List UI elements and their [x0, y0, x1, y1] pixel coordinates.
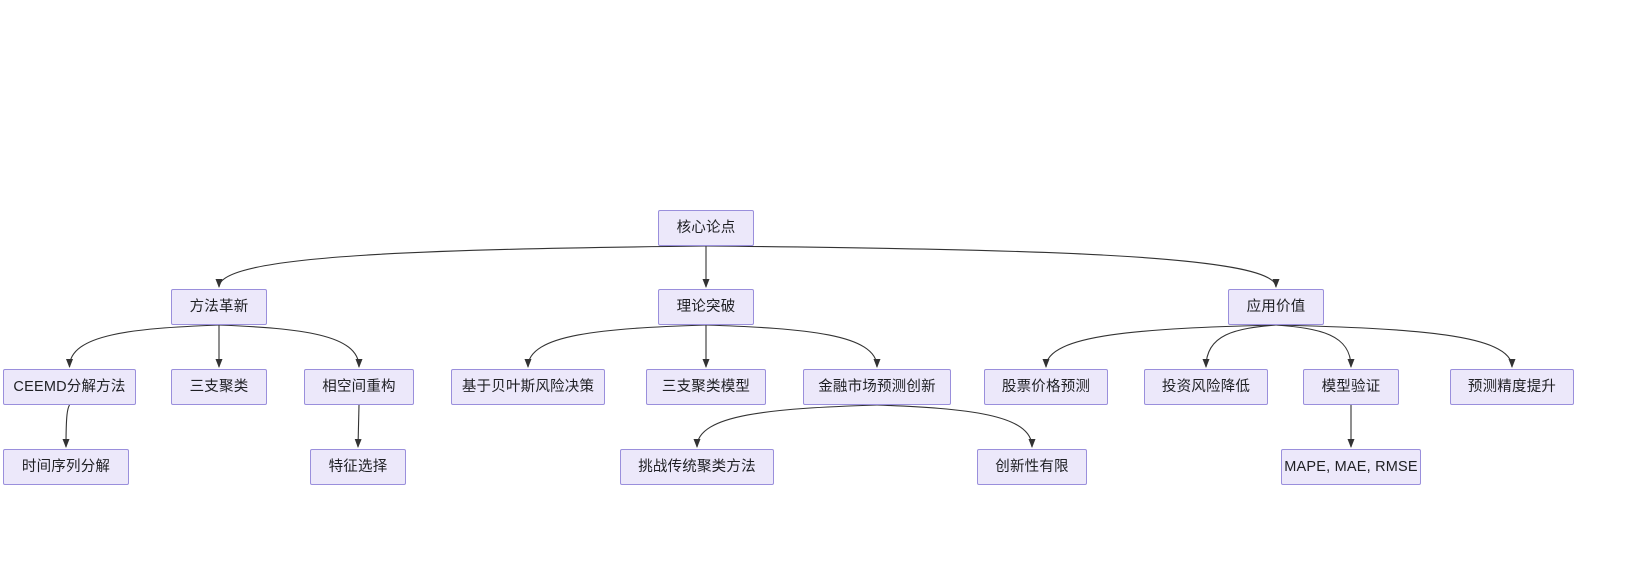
node-label: 金融市场预测创新	[818, 378, 936, 395]
edge-leaf-phase-to-leaf-feat	[354, 404, 362, 448]
edge-branch3-to-leaf-valid	[1275, 324, 1355, 368]
node-leaf-3way[interactable]: 三支聚类	[171, 369, 267, 405]
node-label: 预测精度提升	[1467, 378, 1557, 395]
node-label: 方法革新	[189, 298, 249, 315]
node-leaf-lim[interactable]: 创新性有限	[977, 449, 1087, 485]
edge-branch3-to-leaf-acc	[1275, 324, 1516, 368]
edge-branch3-to-leaf-stock	[1042, 324, 1277, 368]
node-leaf-stock[interactable]: 股票价格预测	[984, 369, 1108, 405]
node-label: 应用价值	[1246, 298, 1306, 315]
node-branch3[interactable]: 应用价值	[1228, 289, 1324, 325]
edge-leaf-ceemd-to-leaf-ts	[62, 404, 70, 448]
node-label: 核心论点	[676, 219, 736, 236]
node-label: 股票价格预测	[1001, 378, 1091, 395]
edge-branch1-to-leaf-ceemd	[66, 324, 220, 368]
node-leaf-ts[interactable]: 时间序列分解	[3, 449, 129, 485]
node-leaf-valid[interactable]: 模型验证	[1303, 369, 1399, 405]
node-root[interactable]: 核心论点	[658, 210, 754, 246]
edge-branch3-to-leaf-risk	[1202, 324, 1277, 368]
node-branch2[interactable]: 理论突破	[658, 289, 754, 325]
node-label: 模型验证	[1321, 378, 1381, 395]
node-label: 相空间重构	[322, 378, 396, 395]
node-leaf-ceemd[interactable]: CEEMD分解方法	[3, 369, 136, 405]
node-leaf-feat[interactable]: 特征选择	[310, 449, 406, 485]
node-label: 理论突破	[676, 298, 736, 315]
node-label: 创新性有限	[995, 458, 1069, 475]
edge-branch2-to-leaf-bayes	[524, 324, 707, 368]
edge-leaf-fin-to-leaf-lim	[876, 404, 1036, 448]
node-leaf-bayes[interactable]: 基于贝叶斯风险决策	[451, 369, 605, 405]
edge-branch2-to-leaf-fin	[705, 324, 881, 368]
node-leaf-phase[interactable]: 相空间重构	[304, 369, 414, 405]
node-label: 投资风险降低	[1161, 378, 1251, 395]
node-label: CEEMD分解方法	[13, 378, 126, 395]
node-label: 挑战传统聚类方法	[638, 458, 756, 475]
node-label: 三支聚类模型	[661, 378, 751, 395]
edge-leaf-fin-to-leaf-chal	[693, 404, 878, 448]
node-leaf-acc[interactable]: 预测精度提升	[1450, 369, 1574, 405]
node-label: MAPE, MAE, RMSE	[1284, 458, 1418, 475]
node-leaf-mape[interactable]: MAPE, MAE, RMSE	[1281, 449, 1421, 485]
node-label: 特征选择	[328, 458, 388, 475]
node-branch1[interactable]: 方法革新	[171, 289, 267, 325]
node-leaf-fin[interactable]: 金融市场预测创新	[803, 369, 951, 405]
node-leaf-chal[interactable]: 挑战传统聚类方法	[620, 449, 774, 485]
node-label: 时间序列分解	[21, 458, 111, 475]
edge-branch1-to-leaf-phase	[218, 324, 363, 368]
node-label: 基于贝叶斯风险决策	[461, 378, 595, 395]
node-label: 三支聚类	[189, 378, 249, 395]
node-leaf-risk[interactable]: 投资风险降低	[1144, 369, 1268, 405]
edge-paths	[62, 245, 1516, 448]
edge-root-to-branch3	[705, 245, 1280, 288]
edge-root-to-branch1	[215, 245, 707, 288]
node-leaf-3wayM[interactable]: 三支聚类模型	[646, 369, 766, 405]
